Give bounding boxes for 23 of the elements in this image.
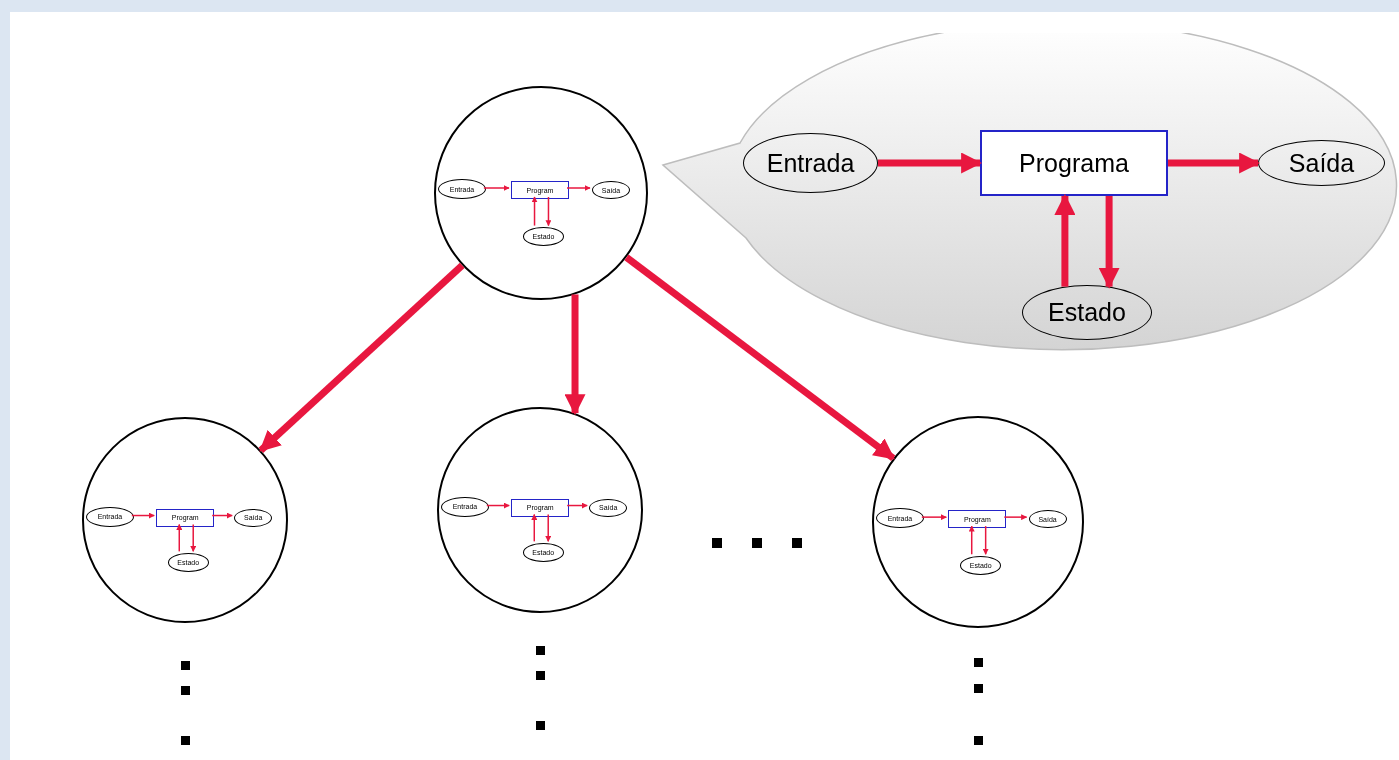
arrow (624, 254, 896, 462)
arrow (483, 185, 510, 191)
arrow (211, 512, 233, 519)
arrow (921, 514, 948, 521)
arrow (190, 523, 197, 553)
arrow (982, 525, 989, 555)
arrow (531, 196, 538, 227)
process-box: Programa (980, 130, 1168, 196)
arrow (545, 196, 552, 227)
arrow (1168, 152, 1261, 174)
arrow (1098, 196, 1120, 289)
arrow (176, 523, 183, 553)
arrow (1003, 514, 1028, 521)
arrow (566, 502, 588, 509)
arrow (564, 294, 586, 416)
arrow (566, 185, 591, 191)
arrow (968, 525, 975, 555)
arrow (131, 512, 155, 519)
arrow (545, 513, 552, 543)
arrow (258, 262, 465, 453)
ellipse-node: Estado (1022, 285, 1152, 340)
arrow (531, 513, 538, 543)
arrow (486, 502, 510, 509)
